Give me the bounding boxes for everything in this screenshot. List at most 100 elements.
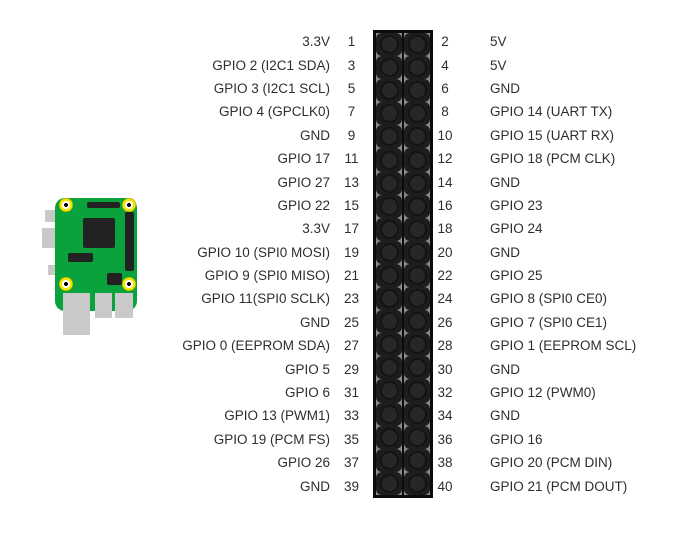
pin-function-label-left: GPIO 4 (GPCLK0) — [218, 104, 330, 120]
pin-function-label-left: GPIO 19 (PCM FS) — [213, 431, 330, 447]
power-connector-icon — [63, 293, 90, 335]
camera-connector-icon — [87, 202, 120, 208]
pin-socket — [376, 379, 402, 403]
pin-function-label-left: 3.3V — [302, 221, 330, 237]
pin-function-label-right: GND — [490, 174, 520, 190]
pin-number-odd: 31 — [343, 385, 360, 401]
pin-function-label-left: GPIO 3 (I2C1 SCL) — [213, 80, 330, 96]
pin-hole-icon — [381, 83, 397, 99]
pin-socket — [404, 471, 430, 495]
pin-number-even: 10 — [437, 127, 453, 143]
pin-socket — [376, 448, 402, 472]
pin-hole-icon — [381, 314, 397, 330]
pin-number-even: 6 — [441, 80, 449, 96]
pin-number-odd: 23 — [343, 291, 360, 307]
pin-function-label-left: GPIO 6 — [284, 385, 330, 401]
pin-socket — [404, 263, 430, 288]
pin-number-odd: 35 — [343, 431, 360, 447]
pin-socket — [404, 425, 430, 449]
mounting-hole-icon — [122, 277, 136, 291]
pin-hole-icon — [381, 429, 397, 445]
pin-function-label-right: GPIO 1 (EEPROM SCL) — [490, 338, 637, 354]
pin-hole-icon — [409, 37, 425, 53]
pin-socket — [404, 33, 430, 57]
pin-hole-icon — [381, 267, 397, 283]
pin-socket — [376, 333, 402, 357]
pin-socket — [404, 379, 430, 403]
pin-function-label-left: GPIO 13 (PWM1) — [224, 408, 330, 424]
pin-hole-icon — [409, 221, 425, 237]
pin-socket — [404, 448, 430, 472]
pin-number-odd: 5 — [347, 80, 356, 96]
pin-number-odd: 11 — [344, 151, 359, 167]
pin-hole-icon — [409, 83, 425, 99]
pin-hole-icon — [409, 60, 425, 76]
pin-number-odd: 39 — [343, 478, 360, 494]
pin-socket — [376, 33, 402, 57]
pin-socket — [376, 79, 402, 103]
pin-hole-icon — [409, 337, 425, 353]
pin-socket — [404, 194, 430, 218]
pin-socket — [376, 263, 402, 288]
pin-function-label-right: GND — [490, 80, 520, 96]
pin-function-label-left: GND — [300, 314, 330, 330]
pin-number-odd: 25 — [343, 314, 360, 330]
pin-hole-icon — [409, 106, 425, 122]
pin-hole-icon — [409, 244, 425, 260]
pin-hole-icon — [409, 314, 425, 330]
pin-number-odd: 13 — [343, 174, 360, 190]
component-chip-icon — [107, 273, 122, 285]
pin-function-label-right: GPIO 18 (PCM CLK) — [490, 151, 616, 167]
pin-number-even: 14 — [437, 174, 453, 190]
pin-hole-icon — [409, 267, 425, 283]
pin-hole-icon — [409, 475, 425, 491]
pin-hole-icon — [381, 221, 397, 237]
pin-number-even: 38 — [437, 455, 453, 471]
pin-hole-icon — [381, 60, 397, 76]
pin-socket — [376, 240, 402, 264]
pin-hole-icon — [409, 406, 425, 422]
pin-hole-icon — [381, 129, 397, 145]
pin-number-even: 4 — [441, 57, 449, 73]
pin-socket — [376, 56, 402, 80]
pin-number-odd: 37 — [343, 455, 360, 471]
pin-socket — [404, 333, 430, 357]
pin-socket — [404, 148, 430, 172]
pin-function-label-left: GPIO 27 — [277, 174, 330, 190]
pin-function-label-left: GPIO 11(SPI0 SCLK) — [201, 291, 330, 307]
pin-hole-icon — [409, 291, 425, 307]
pin-socket-column-odd — [376, 33, 402, 495]
pin-number-odd: 15 — [343, 197, 360, 213]
pin-number-even: 8 — [441, 104, 449, 120]
usb-connector-icon — [95, 293, 112, 318]
pin-hole-icon — [381, 475, 397, 491]
gpio-40pin-header — [373, 30, 433, 498]
pin-function-label-left: GND — [300, 478, 330, 494]
pin-number-even: 16 — [437, 197, 453, 213]
pin-function-label-right: GPIO 25 — [490, 268, 543, 284]
pin-hole-icon — [381, 198, 397, 214]
pin-number-even: 40 — [437, 478, 453, 494]
pin-hole-icon — [381, 337, 397, 353]
pin-function-label-left: GND — [300, 127, 330, 143]
pin-hole-icon — [409, 129, 425, 145]
pin-socket — [404, 402, 430, 426]
pin-number-even: 30 — [437, 361, 453, 377]
pin-number-even: 24 — [437, 291, 453, 307]
pin-number-even: 34 — [437, 408, 453, 424]
pin-socket — [404, 171, 430, 195]
usb-connector-icon — [115, 293, 133, 318]
raspberry-pi-board-illustration — [40, 196, 140, 338]
pin-socket — [404, 125, 430, 149]
pin-hole-icon — [409, 198, 425, 214]
pin-socket — [404, 102, 430, 126]
pin-number-even: 12 — [437, 151, 453, 167]
